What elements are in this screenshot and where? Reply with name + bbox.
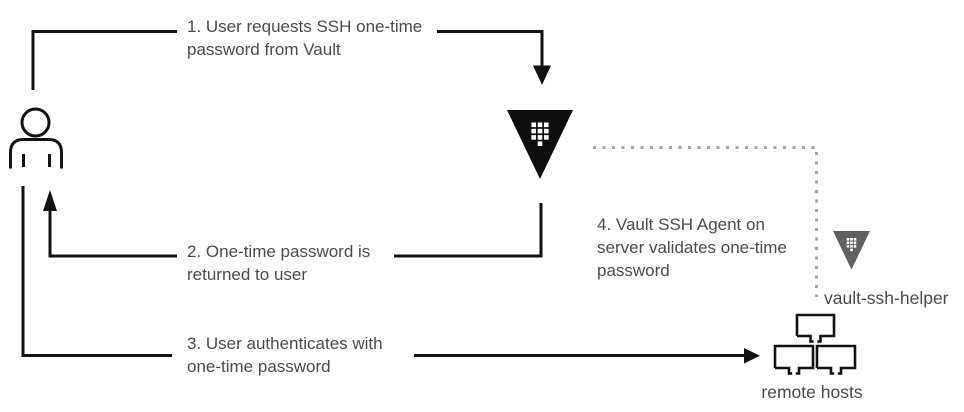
vault-ssh-helper-icon: [833, 231, 870, 270]
step-1-line-1: 1. User requests SSH one-time: [187, 17, 423, 36]
vault-logo-icon: [507, 110, 573, 179]
step-1-line-2: password from Vault: [187, 40, 341, 59]
step-2-line-1: 2. One-time password is: [187, 242, 371, 261]
step-2-label: 2. One-time password is returned to user: [187, 240, 370, 286]
step-3-line-2: one-time password: [187, 357, 331, 376]
step-3-label: 3. User authenticates with one-time pass…: [187, 332, 383, 378]
user-icon: [9, 107, 63, 169]
vault-ssh-helper-label: vault-ssh-helper: [824, 288, 949, 308]
step-4-label: 4. Vault SSH Agent on server validates o…: [597, 213, 787, 282]
monitor-icon: [773, 344, 815, 375]
arrowhead-down-icon: [533, 65, 551, 85]
dotted-connector: [593, 146, 818, 297]
remote-hosts-icon: [773, 313, 857, 375]
step-2-line-2: returned to user: [187, 265, 308, 284]
arrowhead-up-icon: [43, 190, 57, 211]
arrowhead-right-icon: [744, 348, 760, 364]
arrow-step-2: [43, 190, 543, 258]
arrow-step-1: [31, 30, 551, 90]
step-4-line-1: 4. Vault SSH Agent on: [597, 215, 765, 234]
monitor-icon: [795, 313, 836, 343]
step-4-line-2: server validates one-time: [597, 238, 787, 257]
remote-hosts-label: remote hosts: [761, 382, 863, 402]
step-3-line-1: 3. User authenticates with: [187, 334, 383, 353]
step-4-line-3: password: [597, 261, 670, 280]
step-1-label: 1. User requests SSH one-time password f…: [187, 15, 422, 61]
arrow-step-3: [21, 186, 760, 364]
monitor-icon: [815, 344, 857, 375]
